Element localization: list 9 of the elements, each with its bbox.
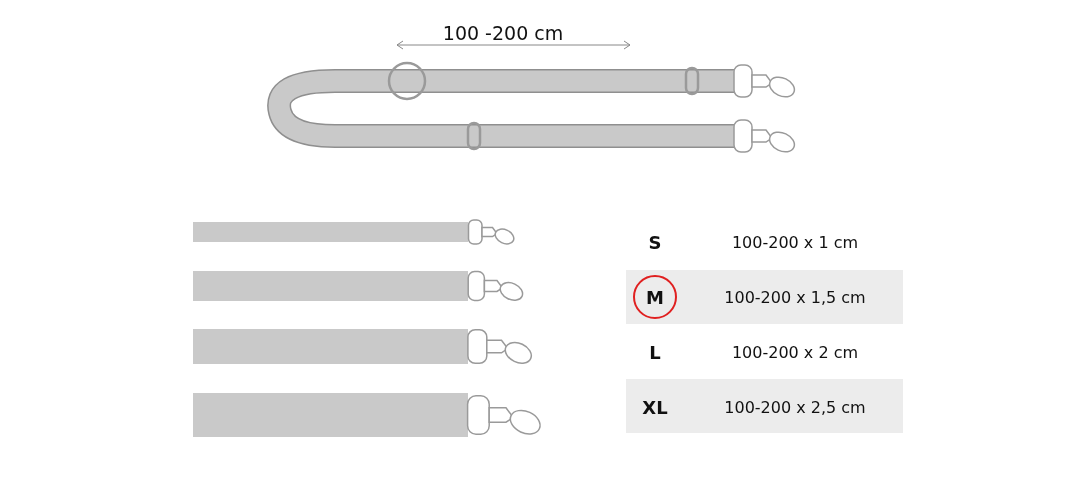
size-dimensions: 100-200 x 1,5 cm (724, 287, 866, 307)
size-label: L (649, 341, 661, 363)
circled-size-label: M (633, 275, 677, 319)
size-label: XL (642, 396, 668, 418)
size-dimensions: 100-200 x 2 cm (731, 342, 859, 362)
size-dimensions: 100-200 x 1 cm (731, 232, 859, 252)
dimension-label: 100 -200 cm (442, 22, 564, 44)
size-label: S (648, 231, 662, 253)
size-dimensions: 100-200 x 2,5 cm (724, 397, 866, 417)
